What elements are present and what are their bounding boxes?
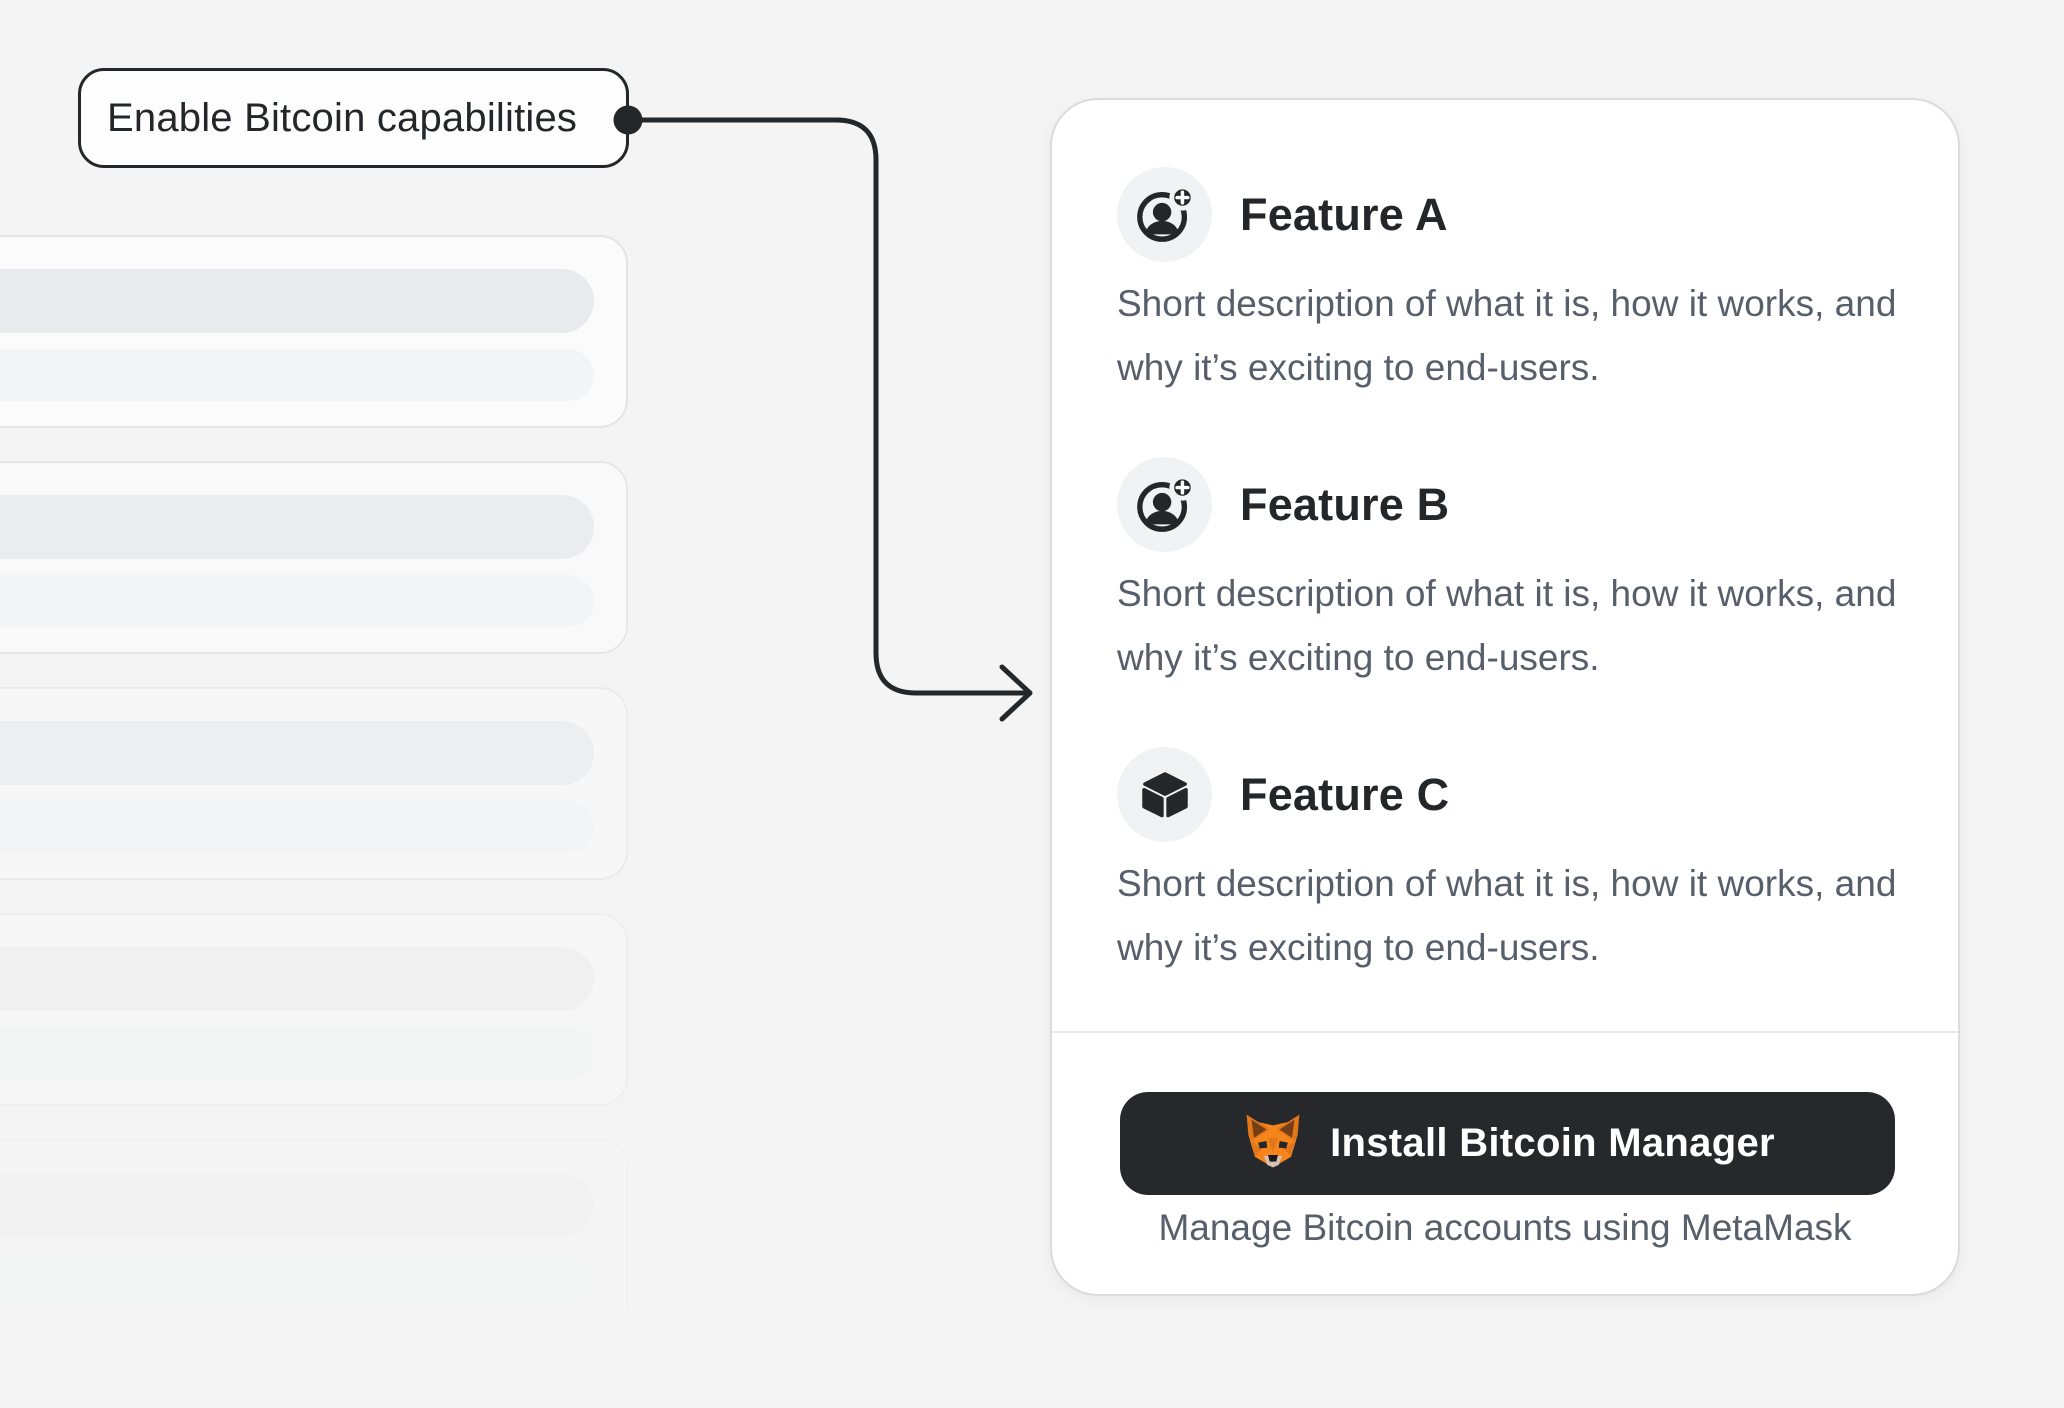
cube-icon [1141,771,1188,817]
features-panel: Feature A Short description of what it i… [1050,98,1960,1296]
connector-line [625,117,1031,696]
skeleton-bar [0,721,594,785]
feature-title: Feature C [1240,768,1450,820]
arrowhead-icon [999,664,1033,722]
feature-description: Short description of what it is, how it … [1117,283,1897,388]
skeleton-bar [0,1027,594,1079]
skeleton-bar [0,1173,594,1237]
feature-icon-badge [1117,747,1212,842]
callout-label: Enable Bitcoin capabilities [107,95,578,140]
connector-arrow [613,105,1033,722]
feature-row: Feature B [1117,457,1898,552]
feature-description: Short description of what it is, how it … [1117,573,1897,678]
skeleton-bar [0,947,594,1011]
skeleton-bar [0,1253,594,1305]
skeleton-card [0,687,628,880]
panel-divider [1052,1031,1958,1033]
skeleton-bar [0,349,594,401]
skeleton-card [0,461,628,654]
feature-description: Short description of what it is, how it … [1117,863,1897,968]
skeleton-bar [0,575,594,627]
install-button-label: Install Bitcoin Manager [1330,1121,1775,1165]
skeleton-bar [0,269,594,333]
skeleton-card [0,913,628,1106]
feature-row: Feature C [1117,747,1898,842]
skeleton-card [0,1139,628,1332]
feature-row: Feature A [1117,167,1898,262]
feature-title: Feature A [1240,188,1448,240]
skeleton-card [0,235,628,428]
metamask-fox-icon [1246,1114,1300,1168]
install-bitcoin-manager-button[interactable]: Install Bitcoin Manager [1120,1092,1895,1195]
user-add-icon [1136,473,1196,532]
skeleton-bar [0,801,594,853]
feature-icon-badge [1117,167,1212,262]
panel-caption: Manage Bitcoin accounts using MetaMask [1158,1207,1852,1248]
feature-title: Feature B [1240,478,1450,530]
feature-icon-badge [1117,457,1212,552]
callout-box: Enable Bitcoin capabilities [78,68,629,168]
user-add-icon [1136,183,1196,242]
skeleton-bar [0,495,594,559]
